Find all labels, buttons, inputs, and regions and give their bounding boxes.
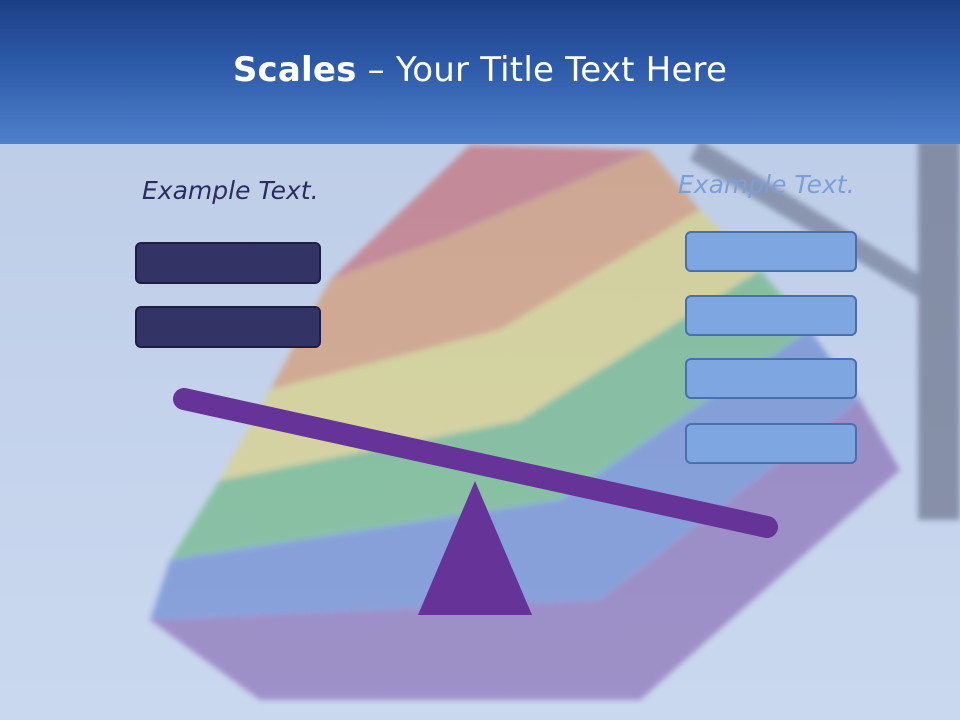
left-label: Example Text.	[142, 176, 319, 205]
left-box-1	[135, 242, 321, 284]
left-box-2	[135, 306, 321, 348]
right-label: Example Text.	[678, 170, 855, 199]
right-box-4	[685, 423, 857, 464]
scale-beam	[173, 388, 778, 538]
title-bold-text: Scales	[232, 50, 357, 90]
page-title: Scales – Your Title Text Here	[233, 50, 727, 90]
title-bar: Scales – Your Title Text Here	[0, 0, 960, 144]
right-box-3	[685, 358, 857, 399]
title-rest-text: – Your Title Text Here	[356, 50, 728, 90]
right-box-2	[685, 295, 857, 336]
scale-fulcrum	[418, 481, 532, 615]
right-box-1	[685, 231, 857, 272]
